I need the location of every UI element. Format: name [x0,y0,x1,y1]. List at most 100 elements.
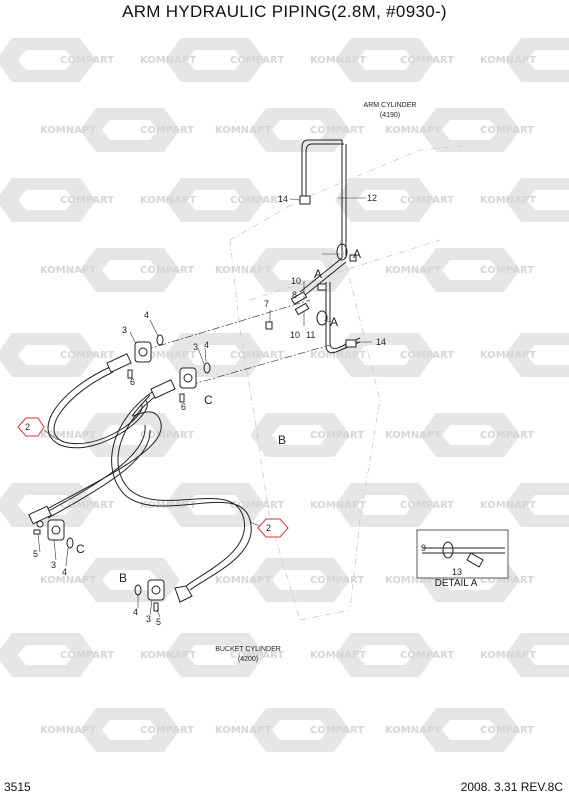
view-letters: A A A C B C B [76,247,361,585]
wm-text: COMPART [230,500,284,511]
wm-text: KOMNAPT [385,575,441,586]
centerline [144,299,331,386]
fitting [294,302,310,316]
wm-text: KOMNAPT [215,725,271,736]
view-letter-b: B [278,433,286,447]
wm-text: COMPART [480,725,534,736]
detail-a-label: DETAIL A [435,578,478,589]
wm-text: KOMNAPT [40,265,96,276]
wm-text: COMPART [400,195,454,206]
view-letter-a: A [330,315,338,329]
wm-text: COMPART [480,265,534,276]
flange-top-right [179,362,211,403]
wm-text: KOMNAPT [480,650,536,661]
wm-text: COMPART [400,500,454,511]
arm-cylinder-number: (4190) [380,112,400,119]
wm-text: COMPART [310,125,364,136]
wm-text: COMPART [140,125,194,136]
wm-text: COMPART [230,195,284,206]
wm-text: KOMNAPT [40,430,96,441]
wm-text: COMPART [140,265,194,276]
wm-text: COMPART [140,430,194,441]
detail-a-inset [416,529,509,579]
wm-text: KOMNAPT [385,725,441,736]
fitting [265,321,273,330]
wm-text: KOMNAPT [310,350,366,361]
page-number: 3515 [4,780,31,794]
fitting [290,291,308,305]
wm-text: COMPART [310,575,364,586]
wm-text: KOMNAPT [310,55,366,66]
wm-text: KOMNAPT [40,125,96,136]
callout-6: 6 [130,377,135,387]
wm-text: KOMNAPT [310,650,366,661]
callout-4: 4 [62,567,67,577]
fitting [345,339,357,348]
wm-text: COMPART [140,725,194,736]
wm-text: KOMNAPT [140,650,196,661]
flange-bottom-right [134,579,165,612]
view-letter-c: C [76,542,85,556]
arm-cylinder-label: ARM CYLINDER [364,102,417,109]
watermark-layer: COMPART KOMNAPT COMPART KOMNAPT COMPART … [0,38,569,752]
wm-text: COMPART [230,55,284,66]
clamp [316,310,328,326]
arm-cylinder-pipes [299,139,361,354]
wm-text: KOMNAPT [480,350,536,361]
callout-4: 4 [144,310,149,320]
fitting [317,283,327,291]
wm-text: KOMNAPT [215,125,271,136]
callout-12: 12 [367,193,377,203]
callout-11: 11 [306,330,315,340]
callout-14: 14 [278,194,288,204]
part-callouts: 14 12 10 8 7 10 11 14 4 3 6 3 4 6 5 3 4 … [25,193,462,627]
wm-text: KOMNAPT [40,575,96,586]
wm-text: COMPART [230,650,284,661]
callout-4: 4 [204,340,209,350]
wm-text: COMPART [310,430,364,441]
bucket-cylinder-label: BUCKET CYLINDER [215,646,281,653]
callout-5: 5 [33,549,38,559]
page-title: ARM HYDRAULIC PIPING(2.8M, #0930-) [122,2,447,21]
wm-text: COMPART [480,125,534,136]
wm-text: KOMNAPT [215,575,271,586]
boom-phantom-outline [229,144,471,621]
wm-text: KOMNAPT [40,725,96,736]
wm-text: KOMNAPT [480,500,536,511]
wm-text: COMPART [60,195,114,206]
wm-text: COMPART [60,350,114,361]
cylinder-labels: ARM CYLINDER (4190) BUCKET CYLINDER (420… [215,102,416,663]
callout-10: 10 [290,330,300,340]
callout-3: 3 [193,342,198,352]
view-letter-a: A [314,267,322,281]
wm-text: KOMNAPT [480,55,536,66]
view-letter-a: A [353,247,361,261]
callout-13: 13 [452,567,462,577]
callout-10: 10 [291,276,301,286]
wm-text: COMPART [230,350,284,361]
callout-3: 3 [51,560,56,570]
callout-5: 5 [156,617,161,627]
bucket-cylinder-number: (4200) [238,656,258,663]
callout-3: 3 [146,614,151,624]
wm-text: KOMNAPT [385,265,441,276]
callout-4: 4 [133,607,138,617]
hex-markers [17,417,289,538]
hose-fittings [28,353,193,603]
view-letter-b: B [119,571,127,585]
flanges [33,334,211,612]
wm-text: COMPART [60,500,114,511]
hoses [42,366,252,591]
view-letter-c: C [204,393,213,407]
wm-text: KOMNAPT [385,125,441,136]
wm-text: COMPART [480,430,534,441]
revision-date: 2008. 3.31 REV.8C [460,780,563,794]
wm-text: KOMNAPT [385,430,441,441]
wm-text: COMPART [60,55,114,66]
wm-text: COMPART [400,350,454,361]
wm-text: KOMNAPT [140,350,196,361]
callout-6: 6 [181,402,186,412]
wm-text: COMPART [310,725,364,736]
wm-text: COMPART [480,575,534,586]
